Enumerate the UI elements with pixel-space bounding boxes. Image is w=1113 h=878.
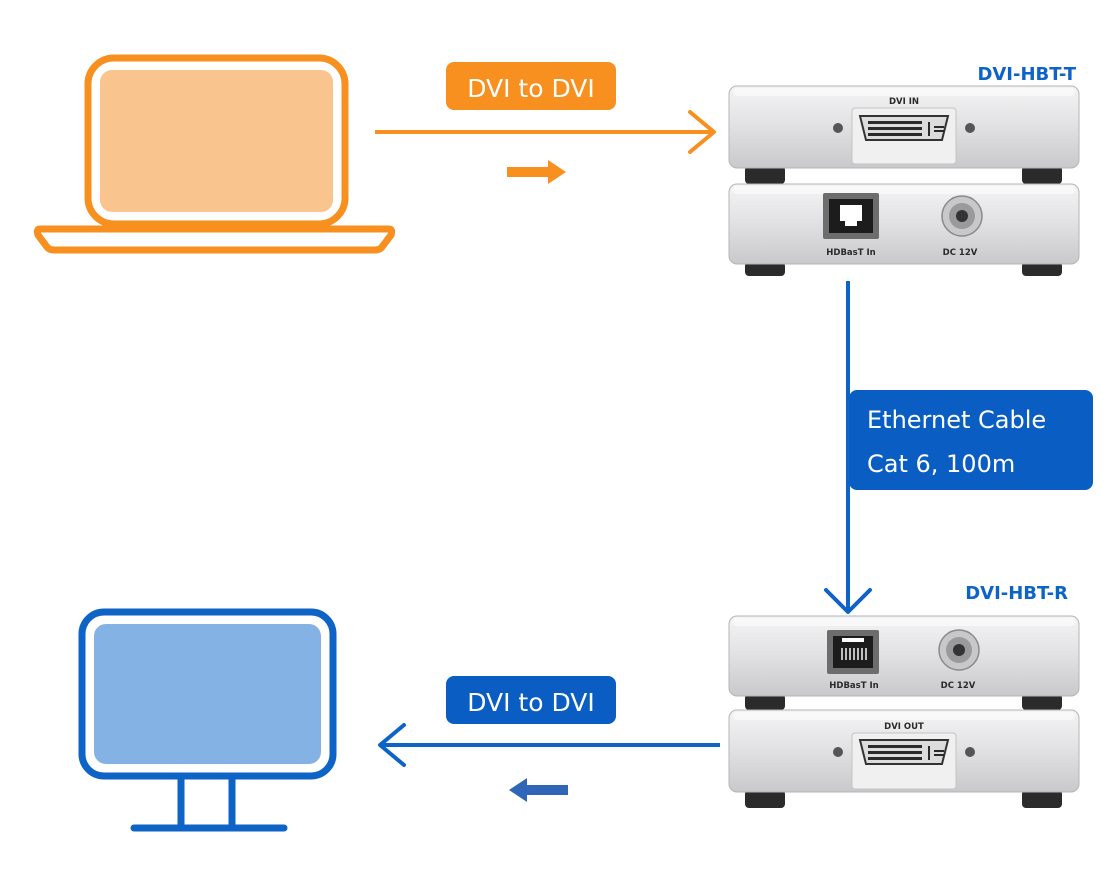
dvi-port-icon xyxy=(858,739,950,765)
receiver-front-port-label: DVI OUT xyxy=(884,722,924,732)
receiver-unit: DVI-HBT-R xyxy=(728,583,1080,808)
direction-arrow-left-icon xyxy=(509,778,568,802)
rj45-port-icon xyxy=(823,193,879,239)
rj45-port-icon xyxy=(827,630,879,674)
output-arrow-head xyxy=(378,723,406,767)
input-link: DVI to DVI xyxy=(375,62,716,184)
dvi-port-icon xyxy=(858,115,950,141)
output-link-label: DVI to DVI xyxy=(467,688,595,717)
ethernet-link: Ethernet Cable Cat 6, 100m xyxy=(824,281,1093,614)
receiver-front-panel: DVI OUT xyxy=(728,709,1080,808)
output-link: DVI to DVI xyxy=(378,676,720,802)
transmitter-front-port-label: DVI IN xyxy=(889,97,919,107)
input-link-badge xyxy=(446,62,616,110)
laptop-icon xyxy=(33,54,396,254)
ethernet-cable-label: Ethernet Cable xyxy=(867,406,1046,434)
ethernet-cable-spec: Cat 6, 100m xyxy=(867,450,1015,478)
receiver-rear-left-label: HDBasT In xyxy=(829,681,878,691)
dc-jack-icon xyxy=(941,195,983,237)
transmitter-rear-panel: HDBasT In DC 12V xyxy=(728,183,1080,276)
ethernet-cable-badge xyxy=(849,390,1093,490)
dc-jack-icon xyxy=(938,629,980,671)
receiver-rear-right-label: DC 12V xyxy=(941,681,976,691)
transmitter-rear-right-label: DC 12V xyxy=(943,248,978,258)
input-link-label: DVI to DVI xyxy=(467,74,595,103)
input-arrow-head xyxy=(688,110,716,154)
transmitter-front-panel: DVI IN xyxy=(728,85,1080,184)
transmitter-unit: DVI-HBT-T DVI IN xyxy=(728,64,1080,276)
ethernet-arrow-head xyxy=(824,588,872,614)
transmitter-rear-left-label: HDBasT In xyxy=(826,248,875,258)
transmitter-name: DVI-HBT-T xyxy=(977,64,1076,85)
direction-arrow-right-icon xyxy=(507,160,566,184)
receiver-name: DVI-HBT-R xyxy=(965,583,1068,604)
output-link-badge xyxy=(446,676,616,724)
monitor-icon xyxy=(78,608,337,832)
receiver-rear-panel: HDBasT In DC 12V xyxy=(728,615,1080,710)
